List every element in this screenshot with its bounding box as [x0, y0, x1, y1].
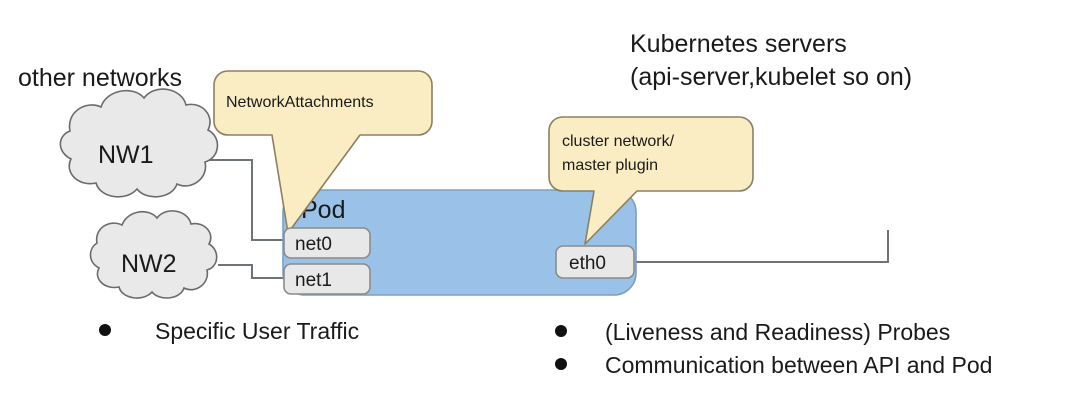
interface-net0: net0: [283, 227, 371, 259]
interface-rect-net0: [283, 227, 371, 259]
connector-nw1-to-net0: [206, 159, 286, 241]
bullet-list-right: (Liveness and Readiness) Probes Communic…: [555, 319, 992, 378]
other-networks-label: other networks: [18, 64, 182, 92]
kubernetes-servers-heading: Kubernetes servers (api-server,kubelet s…: [630, 30, 912, 91]
kubernetes-servers-line1: Kubernetes servers: [630, 30, 847, 58]
bullet-marker-icon: [555, 358, 567, 370]
bullet-right-item-2: Communication between API and Pod: [605, 352, 992, 378]
interface-label-net0: net0: [295, 234, 332, 255]
callout-network-attachments: NetworkAttachments: [213, 70, 433, 234]
callout-bubble-network-attachments: [213, 70, 433, 234]
callout-bubble-cluster-network: [548, 116, 754, 245]
network-cloud-nw1: NW1: [59, 88, 219, 198]
cloud-label-nw2: NW2: [121, 250, 177, 278]
interface-rect-eth0: [555, 245, 635, 279]
bullet-right-item-1: (Liveness and Readiness) Probes: [605, 319, 950, 345]
bullet-left-item-1: Specific User Traffic: [155, 318, 359, 344]
connector-nw2-to-net1: [218, 264, 286, 279]
cloud-label-nw1: NW1: [98, 141, 154, 169]
callout-text-network-attachments-line1: NetworkAttachments: [226, 94, 374, 111]
callout-text-cluster-network-line2: master plugin: [562, 157, 658, 174]
callout-text-cluster-network-line1: cluster network/: [562, 133, 675, 150]
cloud-shape-nw1: [59, 88, 219, 198]
callout-cluster-network: cluster network/ master plugin: [548, 116, 754, 245]
bullet-marker-icon: [555, 325, 567, 337]
bullet-list-left: Specific User Traffic: [99, 318, 359, 344]
interface-label-net1: net1: [295, 270, 332, 291]
connector-eth0-to-kubernetes-servers: [634, 230, 889, 263]
network-cloud-nw2: NW2: [89, 210, 218, 299]
interface-rect-net1: [283, 263, 371, 295]
interface-net1: net1: [283, 263, 371, 295]
kubernetes-servers-line2: (api-server,kubelet so on): [630, 63, 912, 91]
interface-label-eth0: eth0: [569, 253, 606, 274]
bullet-marker-icon: [99, 324, 111, 336]
pod-rect: [282, 189, 637, 296]
cloud-shape-nw2: [89, 210, 218, 299]
interface-eth0: eth0: [555, 245, 635, 279]
